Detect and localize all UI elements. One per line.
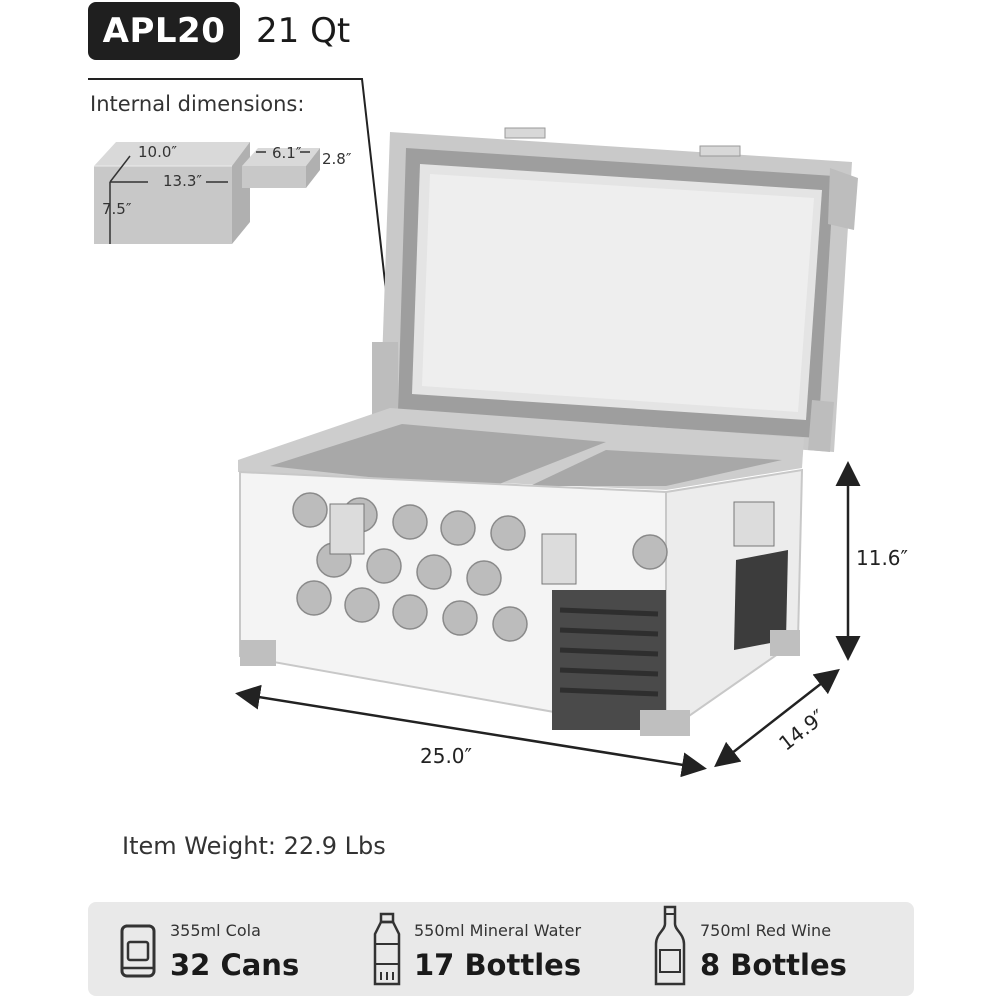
item-weight: Item Weight: 22.9 Lbs (122, 832, 386, 860)
box2-width-label: 6.1″ (272, 144, 302, 162)
capacity-value-wine: 8 Bottles (700, 948, 847, 982)
model-label: APL20 (102, 11, 226, 51)
internal-depth-label: 10.0″ (138, 143, 178, 161)
capacity-label-cola: 355ml Cola (170, 921, 261, 940)
water-bottle-icon (373, 912, 401, 986)
cooler-illustration (238, 127, 858, 736)
box2-height-label: 2.8″ (322, 150, 352, 168)
capacity-item-cans: 355ml Cola 32 Cans (88, 902, 348, 996)
internal-length-label: 13.3″ (163, 172, 203, 190)
internal-dimensions-title: Internal dimensions: (90, 92, 305, 116)
capacity-label: 21 Qt (256, 11, 351, 51)
capacity-label-water: 550ml Mineral Water (414, 921, 582, 940)
cooler-body (239, 468, 804, 736)
capacity-label-wine: 750ml Red Wine (700, 921, 832, 940)
cooler-lid (372, 127, 858, 452)
internal-height-label: 7.5″ (102, 200, 132, 218)
capacity-item-wine: 750ml Red Wine 8 Bottles (644, 902, 914, 996)
external-length-label: 25.0″ (420, 744, 473, 768)
capacity-value-water: 17 Bottles (414, 948, 582, 982)
cooler-rim (238, 408, 804, 490)
wine-bottle-icon (654, 905, 686, 986)
can-icon (120, 924, 156, 978)
internal-dimensions-diagram (94, 142, 320, 244)
capacity-item-water: 550ml Mineral Water 17 Bottles (358, 902, 638, 996)
model-badge: APL20 (88, 2, 240, 60)
capacity-panel: 355ml Cola 32 Cans 550ml Mineral Water 1… (88, 902, 914, 996)
capacity-value-cans: 32 Cans (170, 948, 300, 982)
external-height-label: 11.6″ (856, 546, 909, 570)
